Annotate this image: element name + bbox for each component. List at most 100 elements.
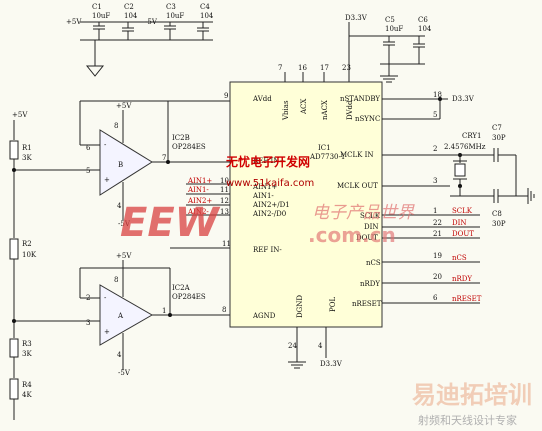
c7-ref: C7 xyxy=(492,124,502,132)
c4-ref: C4 xyxy=(200,3,210,11)
ic1-pin-pol: POL xyxy=(329,297,337,312)
c2-ref: C2 xyxy=(124,3,134,11)
ic1-pin-din: DIN xyxy=(364,223,379,231)
ic1-pin-refinm-num: 11 xyxy=(222,240,231,248)
ic1-pin-ain1p: AIN1+ xyxy=(252,183,277,191)
opamp-a-pin1: 1 xyxy=(162,307,166,315)
opamp-b-part: OP284ES xyxy=(172,143,206,151)
net-ncs: nCS xyxy=(452,254,467,262)
net-nreset: nRESET xyxy=(452,295,482,303)
opamp-b-pin8: 8 xyxy=(114,122,118,130)
ic1-pin-nreset-num: 6 xyxy=(433,294,438,302)
ic1-pin-nrdy-num: 20 xyxy=(433,273,442,281)
net-ain2p: AIN2+ xyxy=(187,197,212,205)
opamp-b-pin7: 7 xyxy=(162,154,166,162)
ic1-pin-ain2m: AIN2-/D0 xyxy=(252,210,286,218)
opamp-b-pin4: 4 xyxy=(117,202,122,210)
ic1-pin-vbias: Vbias xyxy=(282,100,290,121)
ic1-pin-dgnd-num: 24 xyxy=(288,342,297,350)
c2-value: 104 xyxy=(124,12,138,20)
net-pin-11: 11 xyxy=(220,186,229,194)
c8-ref: C8 xyxy=(492,210,502,218)
ic1-pin-dvdd: DVdd xyxy=(346,100,354,120)
watermark-ydtpx: 易迪拓培训 xyxy=(412,381,532,409)
c6-ref: C6 xyxy=(418,16,428,24)
ic1-pin-refinp: REF IN+ xyxy=(253,157,285,165)
watermark-cn-site: 无忧电子开发网 xyxy=(225,154,310,169)
ic1-ref: IC1 xyxy=(318,144,331,152)
net-nrdy: nRDY xyxy=(452,275,472,283)
net-pin-13: 13 xyxy=(220,208,229,216)
opamp-a-pin3: 3 xyxy=(86,319,90,327)
ic1-pin-mclkout-num: 3 xyxy=(433,177,437,185)
net-ain1p: AIN1+ xyxy=(187,177,212,185)
opamp-a-vminus: -5V xyxy=(118,369,131,377)
opamp-b-pin5: 5 xyxy=(86,167,90,175)
watermarks: 无忧电子开发网 www.51kaifa.com EEW 电子产品世界 .com.… xyxy=(120,154,532,427)
ic1-pin-nacx: nACX xyxy=(321,100,329,120)
ic1-pin-agnd: AGND xyxy=(252,312,276,320)
net-ain1m: AIN1- xyxy=(187,186,209,194)
rail-label-d33v-right: D3.3V xyxy=(452,95,475,103)
opamp-a-body xyxy=(99,284,154,346)
opamp-b-pin6: 6 xyxy=(86,144,91,152)
opamp-a-part: OP284ES xyxy=(172,293,206,301)
ic1-pin-dgnd: DGND xyxy=(296,295,304,318)
ic1-ad7730: IC1 AD7730-1 AVdd 9 REF IN+ AIN1+ AIN1- … xyxy=(222,64,480,369)
opamp-a-unit: A xyxy=(117,312,124,320)
ic1-pin-acx-num: 16 xyxy=(298,64,307,72)
ic1-pin-din-num: 22 xyxy=(433,219,442,227)
crystal-body xyxy=(454,163,466,177)
opamp-b-body xyxy=(99,129,153,196)
opamp-a-pin8: 8 xyxy=(114,276,118,284)
watermark-url: www.51kaifa.com xyxy=(226,178,314,189)
watermark-eew-com: .com.cn xyxy=(308,223,396,247)
ic1-pin-nstandby: nSTANDBY xyxy=(340,95,380,103)
ic1-pin-nreset: nRESET xyxy=(352,300,382,308)
ic1-pin-sclk: SCLK xyxy=(360,212,381,220)
opamp-b-unit: B xyxy=(118,161,123,169)
opamp-b-minus: - xyxy=(104,141,107,149)
ic1-pin-avdd: AVdd xyxy=(252,95,272,103)
ic1-pin-ncs-num: 19 xyxy=(433,252,442,260)
c5-ref: C5 xyxy=(385,16,395,24)
digital-net-labels: SCLK DIN DOUT nCS nRDY nRESET xyxy=(452,207,482,303)
ic1-pin-sclk-num: 1 xyxy=(433,207,437,215)
c7-value: 30P xyxy=(492,134,506,142)
ic1-pin-nacx-num: 17 xyxy=(320,64,329,72)
rail-label-p5v: +5V xyxy=(66,18,82,26)
c1-ref: C1 xyxy=(92,3,102,11)
analog-input-labels: AIN1+ 10 AIN1- 11 AIN2+ 12 AIN2- 13 xyxy=(186,177,230,216)
opamp-b-vplus: +5V xyxy=(116,102,132,110)
r1-ref: R1 xyxy=(22,144,32,152)
crystal-ref: CRY1 xyxy=(462,132,482,140)
ic1-pin-ain1m: AIN1- xyxy=(252,192,274,200)
opamp-a-minus: - xyxy=(104,294,107,302)
r2-ref: R2 xyxy=(22,240,32,248)
ic1-pin-ncs: nCS xyxy=(366,259,381,267)
ic1-pin-dout: DOUT xyxy=(356,234,378,242)
opamp-b-vminus: -5V xyxy=(118,220,131,228)
opamp-b-ref: IC2B xyxy=(172,134,190,142)
net-ain2m: AIN2- xyxy=(187,208,209,216)
r2-value: 10K xyxy=(22,251,37,259)
rail-label-m5v: -5V xyxy=(145,18,158,26)
c3-ref: C3 xyxy=(166,3,176,11)
ic1-pin-nstandby-num: 18 xyxy=(433,91,442,99)
crystal-value: 2.4576MHz xyxy=(444,143,486,151)
r3-body xyxy=(9,338,19,358)
opamp-b-plus: + xyxy=(104,176,110,184)
net-sclk: SCLK xyxy=(452,207,473,215)
c3-value: 10uF xyxy=(166,12,184,20)
opamp-a-pin4: 4 xyxy=(117,351,122,359)
c5-value: 10uF xyxy=(385,25,403,33)
ic1-pin-pol-num: 4 xyxy=(318,342,323,350)
supply-capacitor-bank: +5V C1 10uF C2 104 -5V C3 10uF C4 104 xyxy=(66,3,214,77)
net-pin-12: 12 xyxy=(220,197,229,205)
ic1-pin-dvdd-num: 23 xyxy=(342,64,351,72)
ic1-pin-dout-num: 21 xyxy=(433,230,442,238)
ic1-pin-mclkin: MCLK IN xyxy=(340,151,374,159)
ic1-pin-mclkout: MCLK OUT xyxy=(337,182,378,190)
crystal-oscillator: CRY1 2.4576MHz C7 30P C8 30P xyxy=(444,124,535,228)
